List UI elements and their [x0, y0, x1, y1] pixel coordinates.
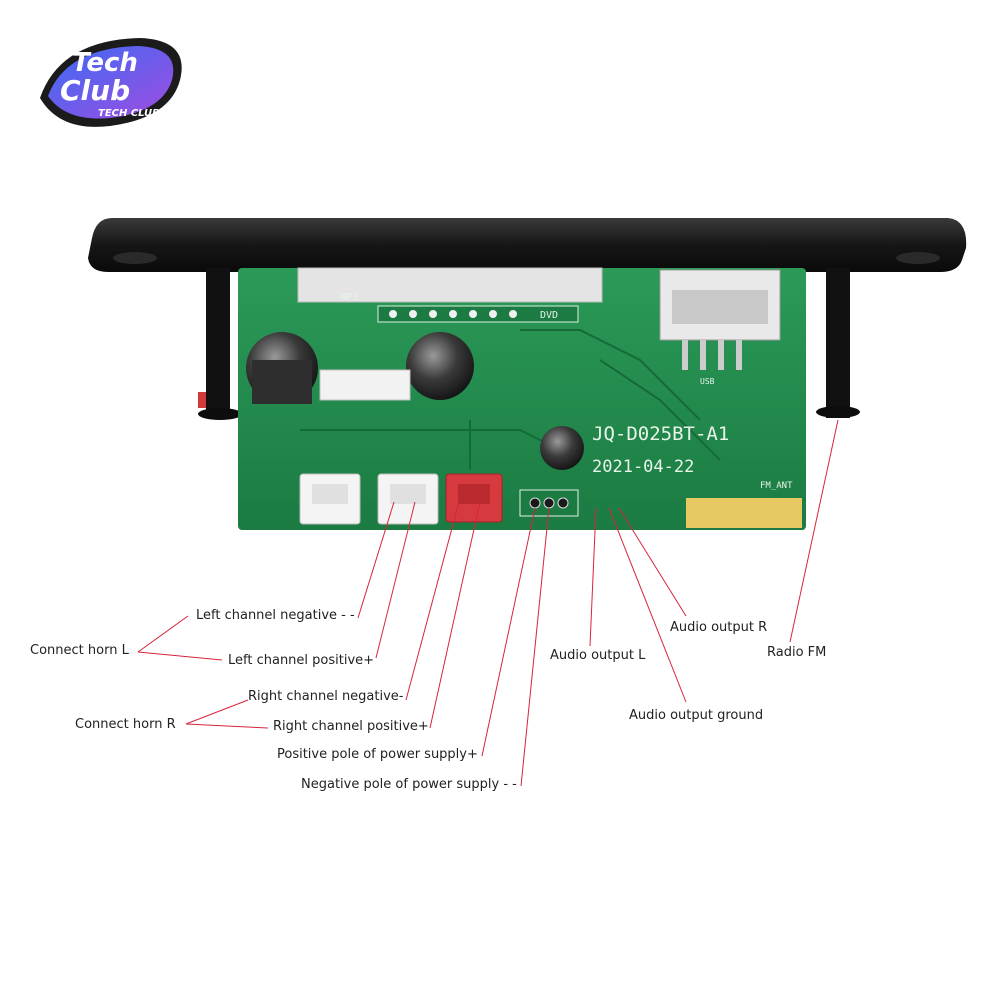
- button-pads: [377, 305, 579, 323]
- horn-l-connector: [299, 473, 361, 525]
- leader-right-negative: [405, 501, 460, 701]
- fm-antenna-pad: [686, 498, 802, 528]
- power-connector: [445, 473, 503, 523]
- leader-horn-r-bottom: [185, 723, 269, 729]
- leader-left-negative: [357, 501, 395, 619]
- board-date-silk: 2021-04-22: [592, 457, 694, 477]
- leader-power-negative: [520, 507, 550, 787]
- label-audio-output-l: Audio output L: [550, 648, 646, 663]
- label-positive-pole-power: Positive pole of power supply+: [277, 747, 478, 762]
- usb-silk: USB: [700, 377, 715, 386]
- leader-left-positive: [375, 501, 416, 659]
- label-left-channel-positive: Left channel positive+: [228, 653, 375, 668]
- brand-logo: [40, 38, 182, 127]
- label-right-channel-positive: Right channel positive+: [273, 719, 429, 734]
- leader-right-positive: [429, 501, 481, 729]
- fm-ant-silk: FM_ANT: [760, 481, 793, 491]
- capacitor-small: [540, 426, 584, 470]
- board-model-silk: JQ-D025BT-A1: [592, 423, 729, 445]
- right-mounting-post: [826, 268, 850, 418]
- front-bezel: [88, 218, 967, 272]
- left-mounting-post: [206, 268, 230, 418]
- logo-text-mid: Club: [60, 74, 131, 107]
- horn-r-connector: [377, 473, 439, 525]
- right-bezel-hole: [896, 252, 940, 264]
- capacitor-left: [246, 332, 318, 404]
- usb-port: [659, 269, 781, 370]
- leader-radio-fm: [789, 419, 839, 643]
- leader-audio-l: [589, 507, 597, 647]
- label-audio-output-r: Audio output R: [670, 620, 768, 635]
- mp3-silk: MP3: [340, 292, 358, 303]
- left-bezel-hole: [113, 252, 157, 264]
- label-left-channel-negative: Left channel negative - -: [196, 608, 355, 623]
- leader-lines: [137, 419, 839, 787]
- logo-text-sub: TECH CLUB: [98, 108, 160, 119]
- label-negative-pole-power: Negative pole of power supply - -: [301, 777, 517, 792]
- leader-horn-l-bottom: [137, 651, 223, 661]
- label-connect-horn-l: Connect horn L: [30, 643, 129, 658]
- leader-horn-l-top: [137, 615, 189, 653]
- label-radio-fm: Radio FM: [767, 645, 827, 660]
- card-slot: [297, 267, 603, 303]
- capacitor-middle: [406, 332, 474, 400]
- leader-audio-ground: [608, 507, 687, 703]
- label-connect-horn-r: Connect horn R: [75, 717, 176, 732]
- leader-audio-r: [618, 507, 687, 617]
- logo-text-top: Tech: [72, 48, 138, 78]
- leader-power-positive: [481, 507, 536, 757]
- leader-horn-r-top: [185, 699, 249, 725]
- dvd-silk: DVD: [540, 310, 558, 321]
- label-right-channel-negative: Right channel negative-: [248, 689, 404, 704]
- label-audio-output-ground: Audio output ground: [629, 708, 764, 723]
